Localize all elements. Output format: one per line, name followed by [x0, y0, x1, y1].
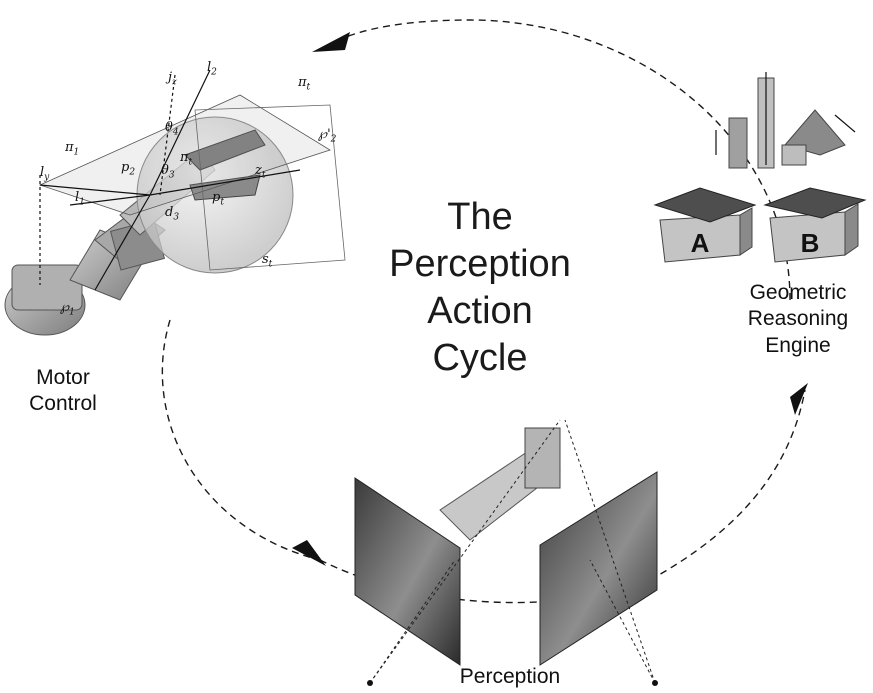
label-theta3: θ3 [161, 163, 175, 181]
right-camera-center [652, 680, 658, 686]
label-d3: d3 [165, 205, 180, 223]
box-a-lid [653, 187, 757, 223]
label-jz: jz [168, 70, 177, 88]
perception-illustration [354, 419, 658, 686]
left-camera-center [367, 680, 373, 686]
label-pi-t-mid: πt [180, 150, 193, 168]
box-b-side [844, 203, 859, 256]
label-pi1: π1 [65, 140, 80, 158]
box-b-label: B [801, 228, 820, 258]
frame-axes [39, 69, 301, 291]
gripper-lower-finger [189, 174, 261, 201]
label-theta4: θ4 [165, 120, 179, 138]
perception-label: Perception [459, 665, 561, 688]
motor-control-line-2: Control [29, 392, 97, 416]
prism-block [784, 109, 846, 156]
label-l1: l1 [75, 190, 85, 208]
arc-top [319, 19, 791, 301]
label-zt: zt [255, 163, 266, 181]
motor-control-label: Motor Control [8, 365, 118, 418]
motor-control-line-1: Motor [36, 366, 90, 389]
cycle-arcs [161, 19, 806, 604]
label-pi-t-top: πt [298, 75, 311, 93]
right-camera-image [539, 471, 658, 666]
plane-pi-t [194, 104, 346, 271]
title-line-2: Perception [389, 243, 571, 285]
geometric-reasoning-line-2: Reasoning [747, 307, 849, 331]
left-camera-image [354, 477, 461, 666]
box-a-label: A [691, 228, 710, 258]
arm-base-block [11, 264, 83, 311]
label-st: st [262, 252, 273, 270]
title-line-4: Cycle [432, 337, 528, 379]
title-line-1: The [447, 196, 513, 238]
label-pt: pt [212, 190, 224, 208]
block-short [728, 117, 748, 169]
label-l2: l2 [207, 60, 217, 78]
plane-pi1 [38, 94, 331, 216]
cycle-arrowheads [292, 32, 808, 566]
geometric-reasoning-line-1: Geometric [749, 281, 847, 304]
arrow-right-head [790, 383, 808, 415]
arrow-left-head [292, 540, 326, 566]
box-a-side [739, 207, 753, 256]
robot-arm-illustration [4, 69, 346, 336]
label-p2-prime: ℘'2 [318, 127, 337, 145]
perceived-block [524, 427, 561, 489]
geometric-reasoning-line-3: Engine [765, 333, 831, 357]
gripper-upper-finger [184, 129, 266, 171]
box-b-lid [763, 187, 867, 219]
geometric-reasoning-illustration [653, 72, 867, 263]
arc-left [161, 319, 321, 561]
arc-right [649, 389, 806, 581]
label-p1: ℘1 [60, 300, 75, 318]
label-ly: ly [40, 165, 50, 183]
small-cube [781, 144, 807, 166]
geometric-reasoning-label: Geometric Reasoning Engine [728, 280, 868, 359]
arrow-top-head [312, 32, 350, 52]
label-p2: p2 [121, 160, 136, 178]
title-line-3: Action [427, 290, 533, 332]
